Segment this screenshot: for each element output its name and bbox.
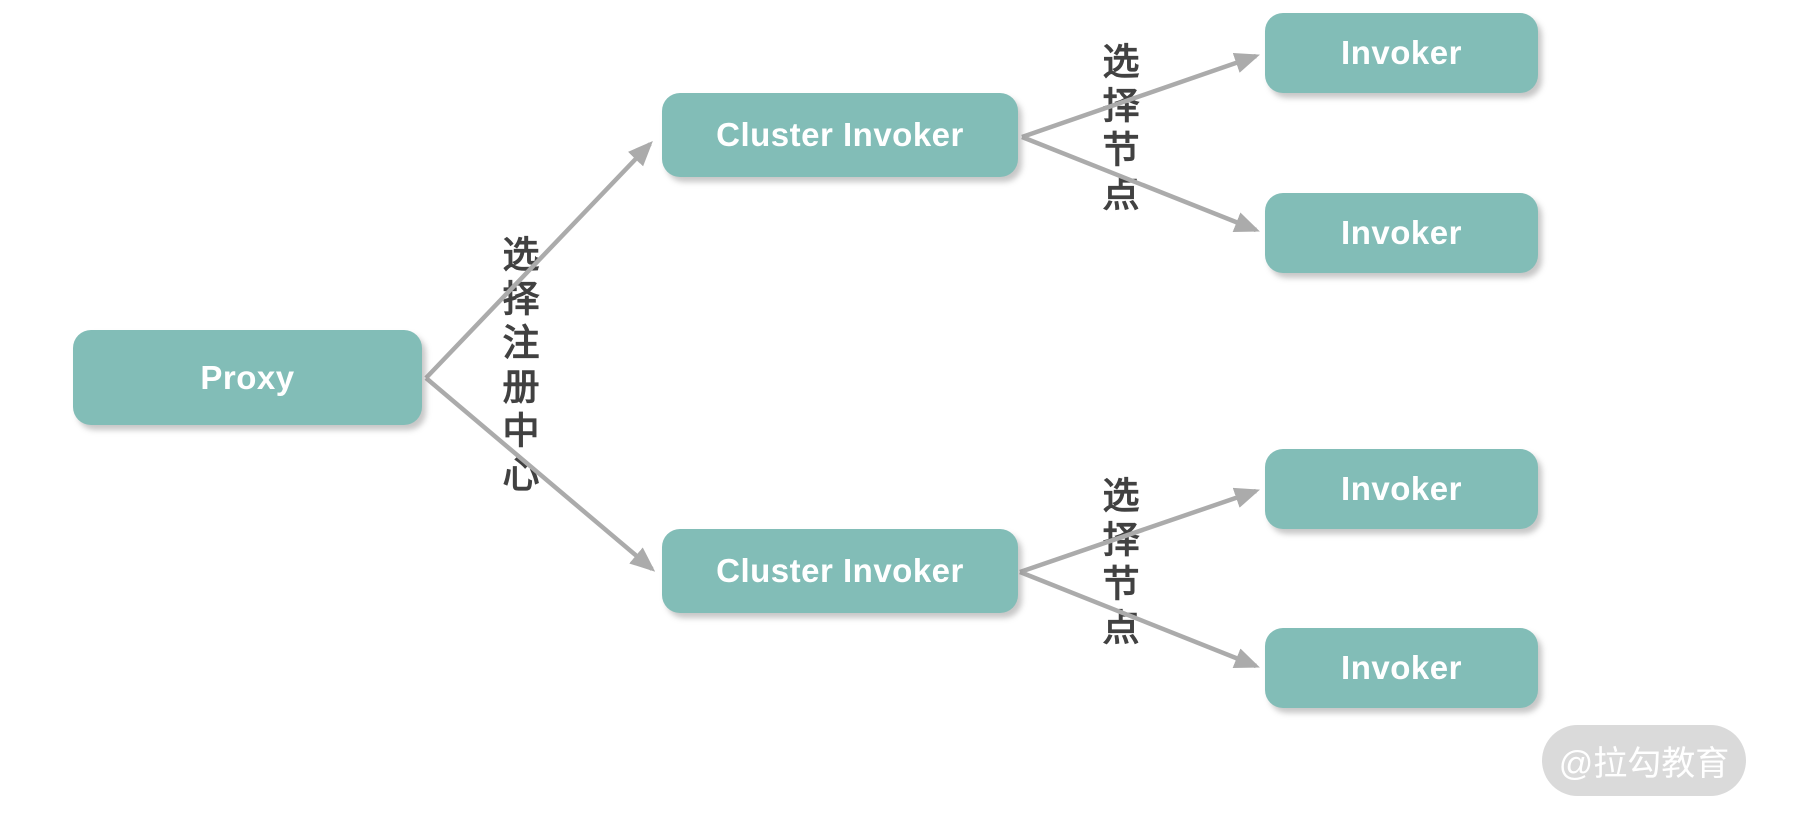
node-invoker-bottom-1: Invoker xyxy=(1265,449,1538,529)
edge-proxy-to-cluster-bottom xyxy=(424,376,656,572)
edge-label-select-node-bottom: 选择节点 xyxy=(1097,476,1138,652)
edge-cluster-top-to-invoker-1 xyxy=(1021,52,1260,140)
edge-cluster-bottom-to-invoker-3 xyxy=(1019,487,1260,575)
edge-cluster-bottom-to-invoker-4 xyxy=(1019,569,1260,669)
edge-proxy-to-cluster-top xyxy=(424,140,653,380)
edge-label-select-registry: 选择注册中心 xyxy=(497,235,538,499)
edge-label-select-node-top: 选择节点 xyxy=(1097,42,1138,218)
node-cluster-invoker-top: Cluster Invoker xyxy=(662,93,1018,177)
node-invoker-top-1: Invoker xyxy=(1265,13,1538,93)
node-invoker-top-2: Invoker xyxy=(1265,193,1538,273)
node-cluster-invoker-bottom: Cluster Invoker xyxy=(662,529,1018,613)
watermark-badge: @拉勾教育 xyxy=(1542,725,1746,796)
node-invoker-bottom-2: Invoker xyxy=(1265,628,1538,708)
edge-cluster-top-to-invoker-2 xyxy=(1021,134,1260,233)
node-proxy: Proxy xyxy=(73,330,422,425)
